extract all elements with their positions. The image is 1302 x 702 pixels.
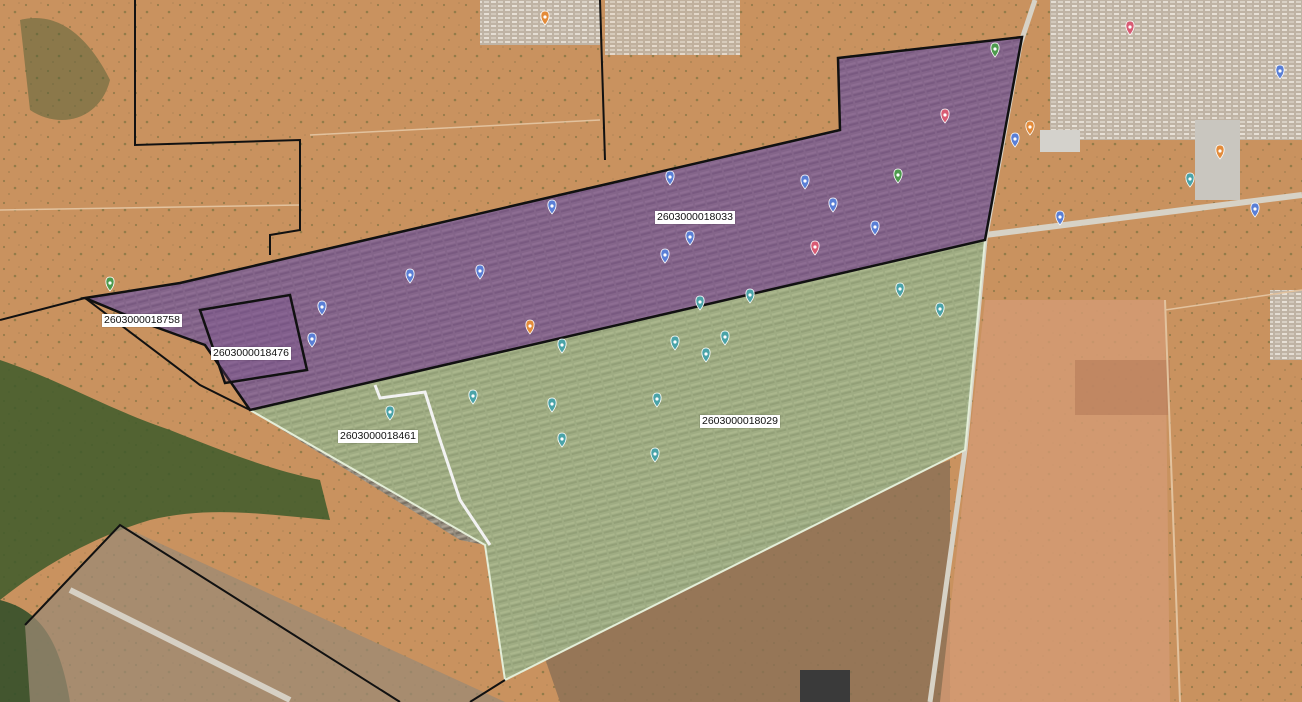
map-pin-dot [748, 293, 752, 297]
map-pin-dot [528, 324, 532, 328]
vegetation-top-left [20, 18, 110, 120]
map-pin-dot [550, 402, 554, 406]
map-pin-dot [1218, 149, 1222, 153]
dirt-road-4 [1164, 289, 1302, 311]
industrial-building-2 [1040, 130, 1080, 152]
map-pin-dot [831, 202, 835, 206]
zone-label-2603000018029: 2603000018029 [700, 415, 780, 428]
zone-2603000018461-boundary[interactable] [373, 384, 492, 546]
boundary-line-top-left [134, 0, 301, 255]
map-pin-dot [320, 305, 324, 309]
zone-label-2603000018758: 2603000018758 [102, 314, 182, 327]
boundary-line-top-mid [599, 0, 606, 161]
boundary-line-airfield [24, 523, 401, 702]
dirt-road-3 [1164, 299, 1181, 702]
map-pin-dot [550, 204, 554, 208]
map-pin-dot [388, 410, 392, 414]
dirt-road-2 [309, 119, 601, 136]
map-pin-dot [478, 269, 482, 273]
map-pin-dot [663, 253, 667, 257]
dirt-road-1 [0, 204, 301, 211]
map-pin-dot [1278, 69, 1282, 73]
map-pin-dot [673, 340, 677, 344]
highway-east [984, 192, 1302, 238]
map-pin-dot [1058, 215, 1062, 219]
map-pin-dot [310, 337, 314, 341]
map-pin-dot [938, 307, 942, 311]
urban-area-top-mid [605, 0, 740, 55]
map-pin-dot [408, 273, 412, 277]
airfield-runway [68, 587, 292, 702]
map-pin-dot [1028, 125, 1032, 129]
map-pin-dot [1013, 137, 1017, 141]
map-pin-dot [1188, 177, 1192, 181]
map-pin-dot [943, 113, 947, 117]
map-pin-dot [898, 287, 902, 291]
boundary-line-airfield-2 [469, 679, 506, 702]
map-pin-dot [471, 394, 475, 398]
map-pin-dot [704, 352, 708, 356]
urban-area-top-right [1050, 0, 1302, 140]
boundary-line-west [0, 296, 251, 411]
map-pin-dot [723, 335, 727, 339]
zone-2603000018033-overlay[interactable] [80, 35, 1024, 412]
map-pin-dot [1128, 25, 1132, 29]
map-pin-dot [896, 173, 900, 177]
field-plot [1075, 360, 1170, 415]
map-pin-dot [653, 452, 657, 456]
riverbed-vegetation [0, 360, 330, 600]
industrial-building [1195, 120, 1240, 200]
map-pin-dot [543, 15, 547, 19]
map-pin-dot [655, 397, 659, 401]
map-pin-dot [873, 225, 877, 229]
map-pin-dot [698, 300, 702, 304]
place-pins[interactable] [105, 10, 1285, 463]
urban-area-top-center [480, 0, 600, 45]
zone-label-2603000018461: 2603000018461 [338, 430, 418, 443]
map-pin-dot [688, 235, 692, 239]
zone-label-2603000018476: 2603000018476 [211, 347, 291, 360]
map-pin-dot [993, 47, 997, 51]
map-pin-dot [108, 281, 112, 285]
airport-terminal [800, 670, 850, 702]
map-pin-dot [560, 437, 564, 441]
map-pin-dot [668, 175, 672, 179]
airfield-lower-right [530, 460, 950, 702]
map-pin-dot [1253, 207, 1257, 211]
map-pin-dot [813, 245, 817, 249]
map-pin-dot [560, 343, 564, 347]
zone-label-2603000018033: 2603000018033 [655, 211, 735, 224]
airfield-parcel [25, 525, 505, 702]
urban-area-right-edge [1270, 290, 1302, 360]
map-pin-dot [803, 179, 807, 183]
